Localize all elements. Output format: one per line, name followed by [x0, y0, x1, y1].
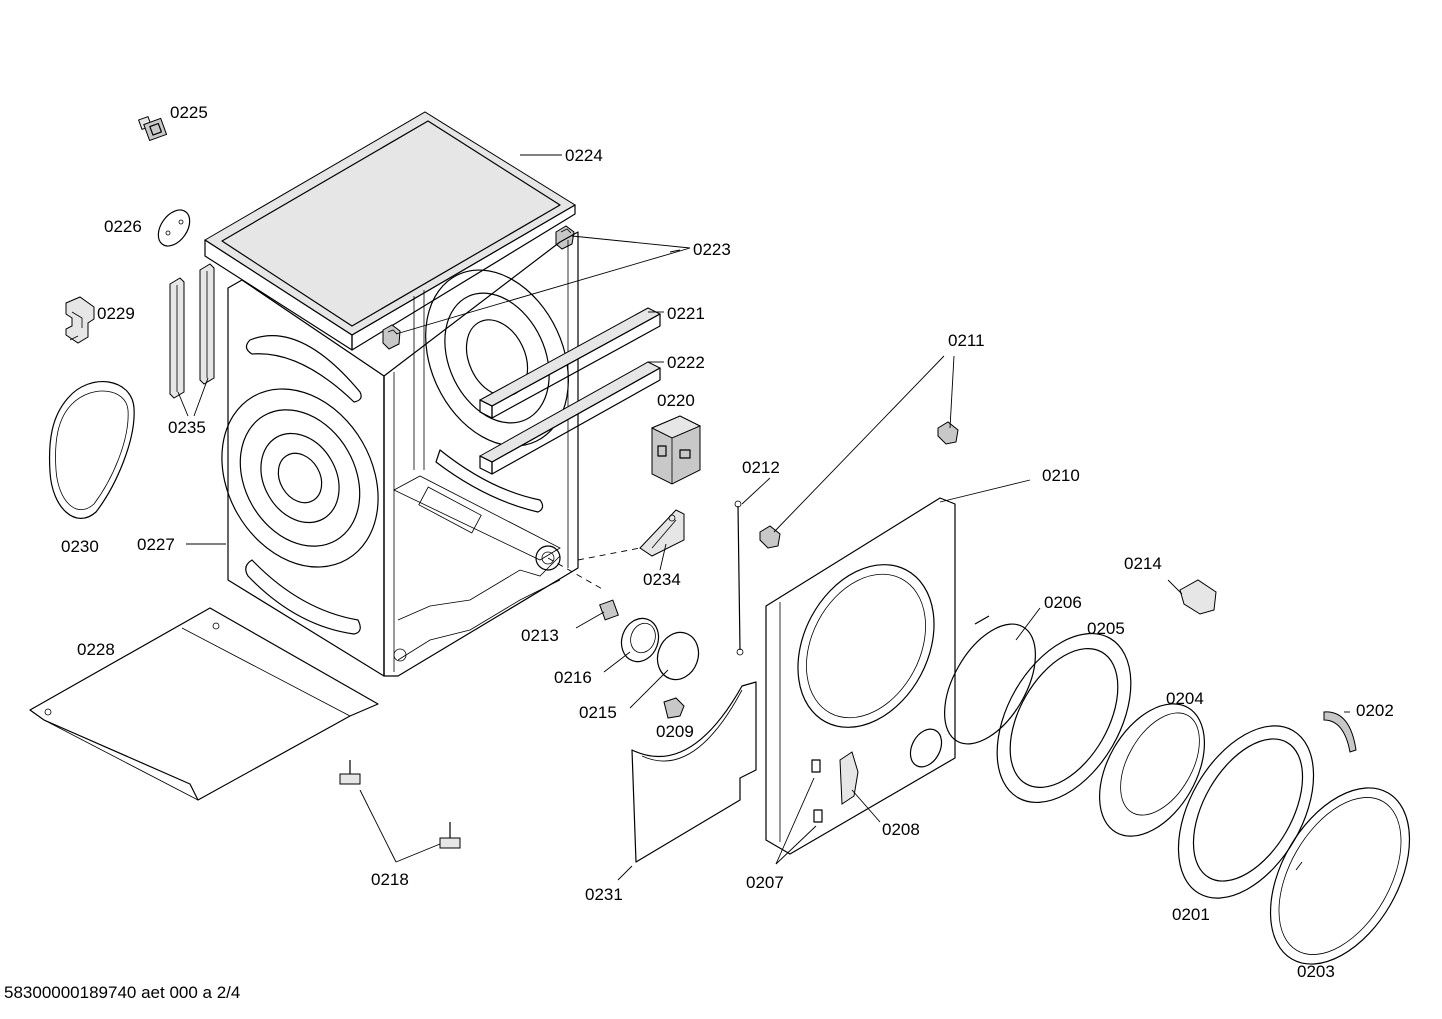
label-0215: 0215	[579, 703, 617, 722]
part-0221-strut	[478, 307, 662, 419]
part-0205-door-frame	[996, 632, 1132, 804]
part-0213-connector	[599, 599, 619, 621]
label-0220: 0220	[657, 391, 695, 410]
part-0223-clips	[382, 225, 575, 350]
part-0216-ring	[620, 617, 660, 663]
part-0212-rod	[734, 500, 744, 656]
label-0203: 0203	[1297, 962, 1335, 981]
part-0228-base-plate	[29, 607, 379, 801]
part-0214-latch	[1179, 579, 1217, 615]
dashed-assembly-lines	[547, 547, 641, 591]
label-0208: 0208	[882, 820, 920, 839]
document-code: 58300000189740 aet 000 a 2/4	[4, 983, 240, 1002]
label-0231: 0231	[585, 885, 623, 904]
part-0209-pin	[663, 697, 685, 719]
label-0230: 0230	[61, 537, 99, 556]
part-0202-hinge	[1323, 711, 1357, 753]
label-0227: 0227	[137, 535, 175, 554]
label-0209: 0209	[656, 722, 694, 741]
leader-lines	[177, 154, 1350, 881]
part-0227-side-panel	[221, 279, 385, 677]
part-0235-rails	[169, 263, 215, 399]
label-0222: 0222	[667, 353, 705, 372]
label-0214: 0214	[1124, 554, 1162, 573]
part-0231-lower-cover	[631, 681, 757, 863]
part-0234-bracket	[639, 509, 685, 557]
part-0224-top-cover	[204, 111, 576, 351]
label-0202: 0202	[1356, 701, 1394, 720]
label-0212: 0212	[742, 458, 780, 477]
part-0211-clips	[759, 421, 959, 549]
label-0218: 0218	[371, 870, 409, 889]
label-0234: 0234	[643, 570, 681, 589]
label-0228: 0228	[77, 640, 115, 659]
part-0222-strut	[478, 361, 662, 475]
label-0224: 0224	[565, 146, 603, 165]
label-0223: 0223	[693, 240, 731, 259]
part-0226-round-plate	[157, 209, 191, 247]
part-0203-outer-ring	[1269, 787, 1411, 965]
label-0210: 0210	[1042, 466, 1080, 485]
label-0207: 0207	[746, 873, 784, 892]
cabinet-frame	[383, 231, 579, 677]
label-0205: 0205	[1087, 619, 1125, 638]
label-0206: 0206	[1044, 593, 1082, 612]
part-0201-door-ring	[1177, 725, 1315, 899]
part-0204-inner-door	[1098, 703, 1206, 837]
part-0206-seal	[944, 615, 1036, 745]
label-0225: 0225	[170, 103, 208, 122]
part-0225-cap	[137, 115, 168, 142]
part-0230-gasket	[48, 381, 135, 519]
part-labels: 0225 0224 0226 0223 0229 0221 0222 0211 …	[61, 103, 1394, 981]
label-0213: 0213	[521, 626, 559, 645]
label-0201: 0201	[1172, 905, 1210, 924]
label-0226: 0226	[104, 217, 142, 236]
part-0218-feet	[339, 760, 461, 849]
part-0220-module	[650, 415, 702, 485]
label-0211: 0211	[948, 331, 985, 350]
label-0229: 0229	[97, 304, 135, 323]
label-0221: 0221	[667, 304, 705, 323]
part-0215-cap	[656, 631, 700, 681]
label-0204: 0204	[1166, 689, 1204, 708]
label-0235: 0235	[168, 418, 206, 437]
part-0229-bracket	[65, 296, 95, 344]
label-0216: 0216	[554, 668, 592, 687]
part-0210-front-panel	[765, 497, 956, 855]
